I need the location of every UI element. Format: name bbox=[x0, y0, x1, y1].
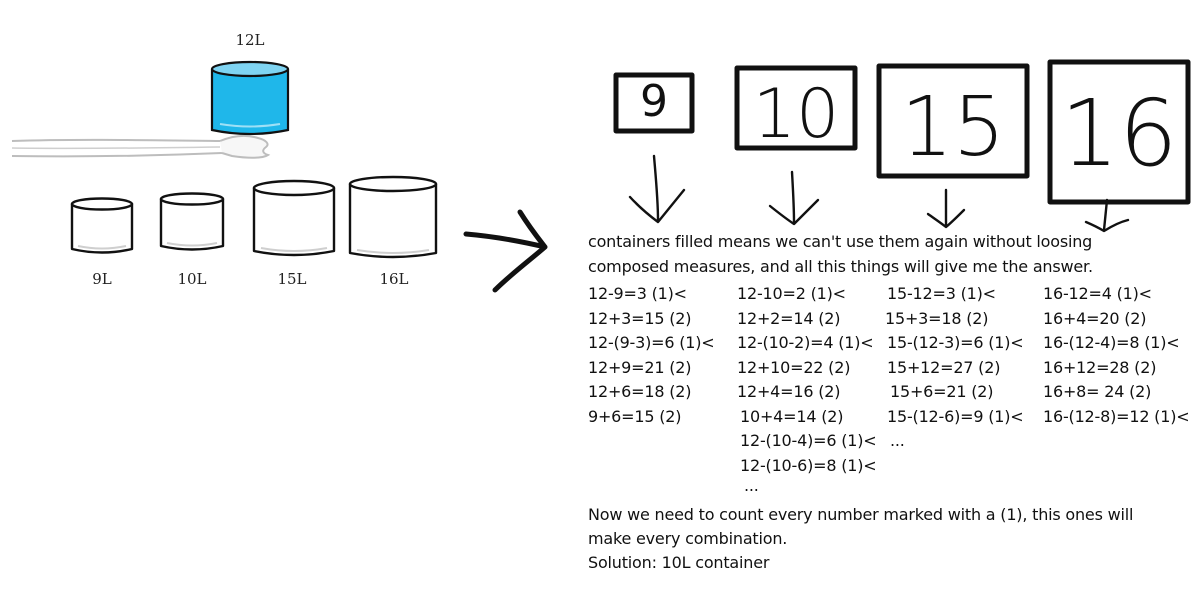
number-box-9: 9 bbox=[613, 72, 695, 134]
container-16l-label: 16L bbox=[379, 270, 408, 288]
equation-line: 12-10=2 (1)< bbox=[737, 284, 846, 303]
equation-line: 12+10=22 (2) bbox=[737, 357, 851, 377]
outro-line-1: Now we need to count every number marked… bbox=[588, 505, 1134, 524]
equation-line: 12-(10-2)=4 (1)< bbox=[737, 333, 874, 352]
equation-line: 16-(12-4)=8 (1)< bbox=[1043, 333, 1180, 352]
equation-line: 15-(12-3)=6 (1)< bbox=[887, 333, 1024, 352]
svg-text:10: 10 bbox=[753, 75, 840, 154]
container-9l-label: 9L bbox=[92, 270, 112, 288]
number-box-15: 15 bbox=[876, 63, 1030, 179]
intro-line-1: containers filled means we can't use the… bbox=[588, 232, 1093, 251]
container-10l bbox=[159, 192, 225, 251]
down-arrow-icon bbox=[628, 154, 686, 224]
equation-line: 12-(9-3)=6 (1)< bbox=[588, 333, 715, 352]
svg-text:15: 15 bbox=[901, 80, 1005, 175]
equation-line: 12+6=18 (2) bbox=[588, 382, 692, 401]
equation-line: 10+4=14 (2) bbox=[740, 406, 844, 426]
container-9l bbox=[70, 197, 134, 254]
equation-line: 9+6=15 (2) bbox=[588, 406, 682, 426]
outro-line-2: make every combination. bbox=[588, 529, 788, 548]
container-12l-water bbox=[212, 69, 288, 134]
down-arrow-icon bbox=[768, 170, 820, 226]
number-box-16: 16 bbox=[1047, 59, 1191, 205]
container-16l bbox=[348, 175, 438, 259]
solution-line: Solution: 10L container bbox=[588, 553, 770, 572]
equation-line: ... bbox=[744, 476, 759, 495]
equation-line: 15+12=27 (2) bbox=[887, 357, 1001, 377]
equation-line: 12-(10-4)=6 (1)< bbox=[740, 431, 877, 450]
container-12l-label: 12L bbox=[235, 31, 264, 49]
container-12l bbox=[210, 60, 290, 136]
container-10l-label: 10L bbox=[177, 270, 206, 288]
equation-line: 12+9=21 (2) bbox=[588, 357, 692, 377]
equation-line: 15+6=21 (2) bbox=[890, 382, 994, 401]
equation-line: 12+2=14 (2) bbox=[737, 308, 841, 328]
down-arrow-icon bbox=[1084, 198, 1130, 233]
arm-illustration bbox=[11, 134, 271, 159]
equation-line: 16+8= 24 (2) bbox=[1043, 382, 1152, 401]
svg-text:9: 9 bbox=[640, 76, 668, 127]
number-box-10: 10 bbox=[734, 65, 858, 154]
intro-line-2: composed measures, and all this things w… bbox=[588, 257, 1093, 276]
equation-line: 12+4=16 (2) bbox=[737, 382, 841, 401]
container-15l-label: 15L bbox=[277, 270, 306, 288]
equation-line: 16-12=4 (1)< bbox=[1043, 284, 1152, 303]
equation-line: 12-(10-6)=8 (1)< bbox=[740, 455, 877, 475]
equation-line: 16+12=28 (2) bbox=[1043, 357, 1157, 377]
equation-line: 16+4=20 (2) bbox=[1043, 308, 1147, 328]
big-arrow-right-icon bbox=[463, 209, 548, 293]
equation-line: 15-12=3 (1)< bbox=[887, 284, 996, 303]
equation-line: ... bbox=[890, 431, 905, 450]
equation-line: 12-9=3 (1)< bbox=[588, 284, 687, 303]
equation-line: 12+3=15 (2) bbox=[588, 308, 692, 328]
svg-text:16: 16 bbox=[1060, 80, 1177, 187]
equation-line: 15+3=18 (2) bbox=[885, 308, 989, 328]
equation-line: 15-(12-6)=9 (1)< bbox=[887, 406, 1024, 426]
equation-line: 16-(12-8)=12 (1)< bbox=[1043, 406, 1190, 426]
down-arrow-icon bbox=[926, 188, 966, 229]
container-15l bbox=[252, 179, 336, 257]
